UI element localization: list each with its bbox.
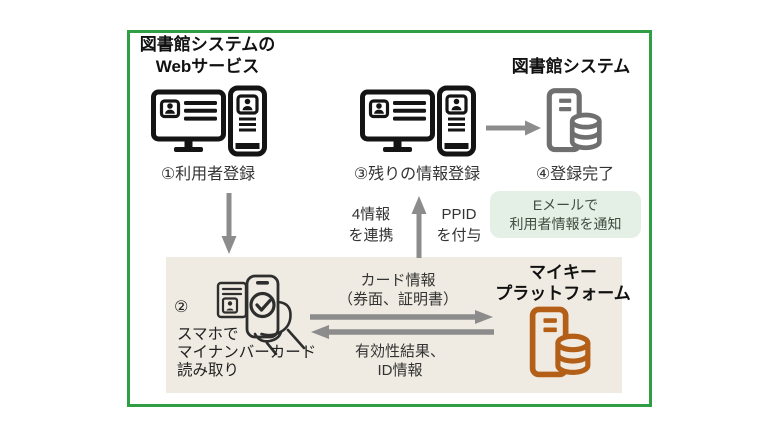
web-service-title-line2: Webサービス [155, 57, 260, 76]
card-info-line2: （券面、証明書） [337, 290, 458, 308]
email-notice-line2: 利用者情報を通知 [509, 215, 622, 232]
platform-server-icon [529, 306, 591, 378]
web-service-title-line1: 図書館システムの [139, 35, 276, 54]
mykey-platform-title-line1: マイキー [529, 263, 597, 282]
email-notice-badge: Eメールで 利用者情報を通知 [490, 191, 641, 238]
validity-result-label: 有効性結果、 ID情報 [320, 343, 480, 380]
four-info-label: 4情報 を連携 [334, 204, 408, 246]
down-arrow-icon [221, 193, 237, 254]
four-info-line1: 4情報 [351, 206, 391, 223]
mykey-platform-title: マイキー プラットフォーム [473, 262, 653, 304]
ppid-label: PPID を付与 [424, 204, 494, 246]
step2-line1: スマホで [177, 326, 239, 343]
library-server-icon [546, 88, 602, 153]
email-notice-line1: Eメールで [532, 196, 599, 213]
right-arrow-icon [486, 120, 541, 136]
smartphone-card-reading-icon [216, 274, 306, 356]
validity-result-line2: ID情報 [377, 361, 423, 379]
step1-label: ①利用者登録 [160, 166, 256, 183]
step4-label: ④登録完了 [535, 166, 615, 183]
step3-label: ③残りの情報登録 [353, 166, 481, 183]
card-info-line1: カード情報 [360, 272, 436, 289]
step2-line2: マイナンバーカード [177, 344, 317, 361]
validity-result-line1: 有効性結果、 [354, 343, 445, 360]
four-info-line2: を連携 [348, 227, 394, 244]
library-system-title: 図書館システム [511, 57, 631, 76]
ppid-line1: PPID [441, 206, 477, 223]
monitor-phone-icon [151, 85, 267, 157]
monitor-phone-icon [360, 85, 476, 157]
step2-number: ② [174, 299, 189, 316]
up-arrow-icon [411, 196, 427, 258]
step2-label: スマホで マイナンバーカード 読み取り [177, 326, 327, 380]
right-arrow-icon [310, 310, 493, 324]
card-info-label: カード情報 （券面、証明書） [317, 272, 479, 309]
step2-line3: 読み取り [177, 362, 240, 379]
left-arrow-icon [311, 325, 494, 339]
mykey-platform-title-line2: プラットフォーム [495, 284, 631, 303]
ppid-line2: を付与 [436, 227, 482, 244]
web-service-title: 図書館システムの Webサービス [120, 34, 295, 78]
